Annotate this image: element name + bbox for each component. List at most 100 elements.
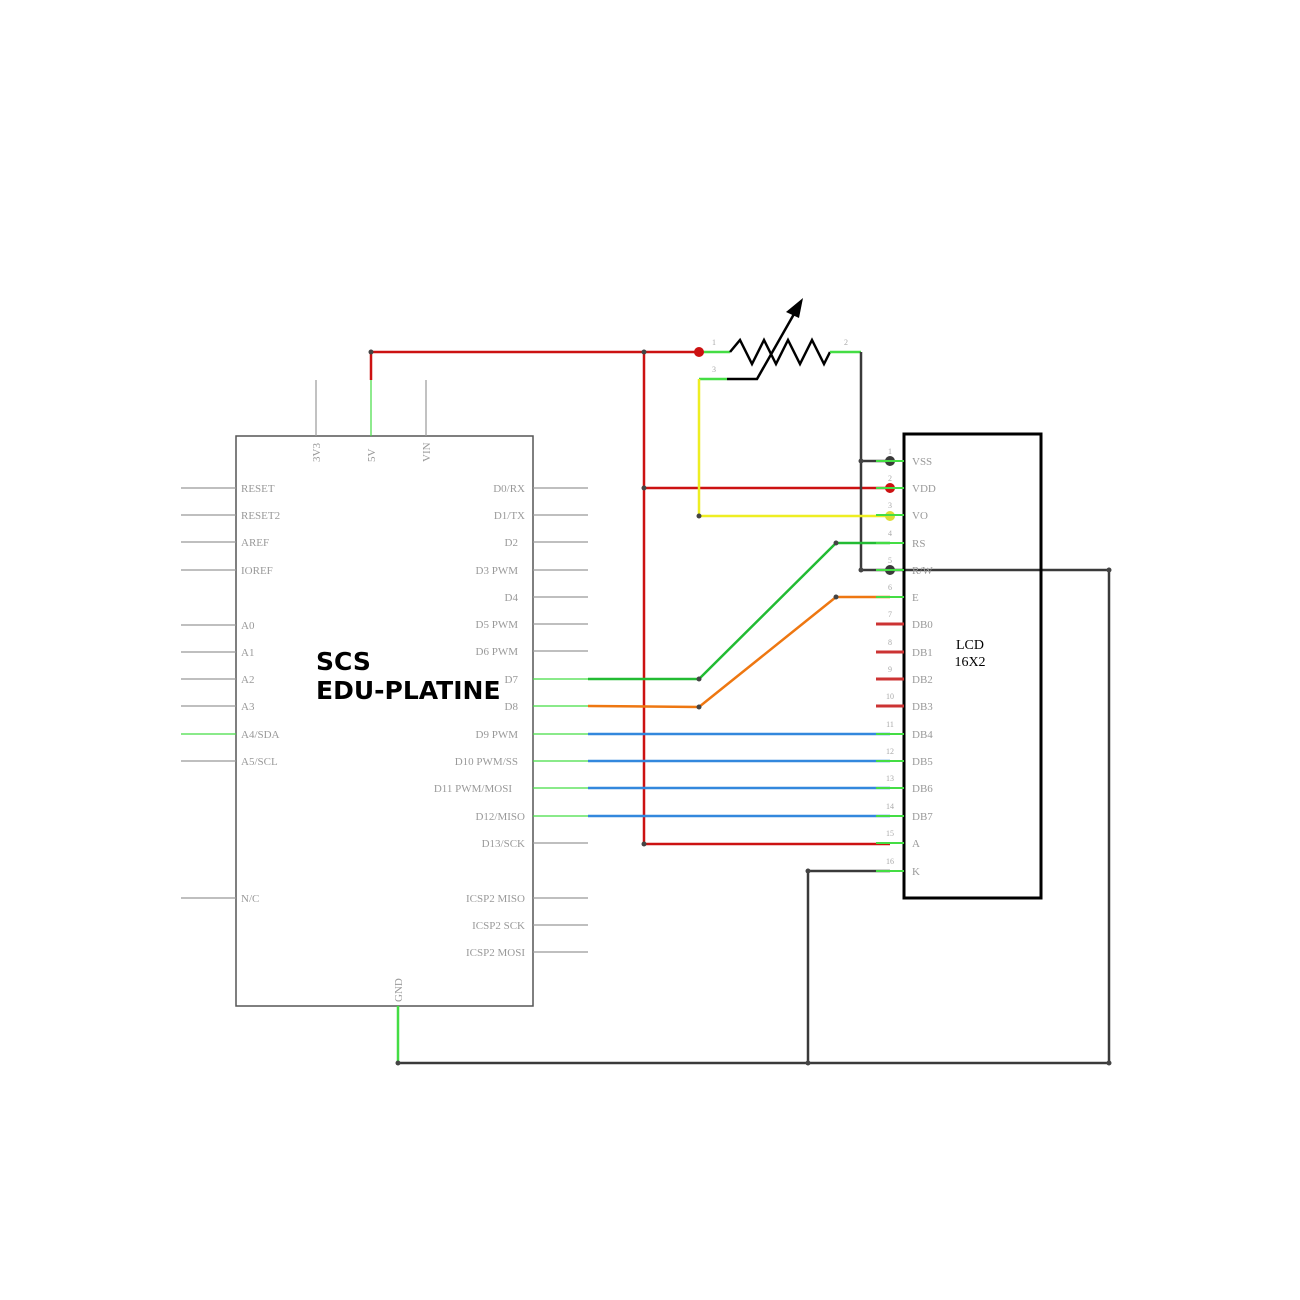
- junction-dot: [833, 540, 839, 546]
- pot-wiper: [727, 306, 800, 381]
- lcd-pin-number: 16: [886, 857, 894, 866]
- lcd-pin-label: DB0: [912, 619, 933, 631]
- wire-backlight-cathode: [806, 869, 890, 1063]
- pot-resistor-zigzag: [729, 337, 832, 367]
- junction-dot: [1106, 567, 1112, 573]
- lcd-pin-number: 15: [886, 829, 894, 838]
- lcd-pin-label: K: [912, 866, 920, 878]
- board-outline: [235, 435, 534, 1007]
- board-pin-label: 3V3: [311, 443, 323, 462]
- board-pin-label: D2: [505, 537, 518, 549]
- junction-dot: [833, 594, 839, 600]
- junction-dot: [641, 349, 647, 355]
- pot-pin-number: 3: [712, 365, 716, 374]
- board-pin-label: 5V: [366, 449, 378, 463]
- lcd-pin-number: 8: [888, 638, 892, 647]
- board-pin-label: A0: [241, 620, 255, 632]
- junction-dot: [696, 513, 702, 519]
- lcd-pin-label: R/W: [912, 565, 933, 577]
- board-pin-label: D8: [505, 701, 519, 713]
- lcd-pin-number: 2: [888, 474, 892, 483]
- lcd-pin-label: RS: [912, 538, 925, 550]
- board-pin-label: D11 PWM/MOSI: [434, 783, 512, 795]
- board-pin-label: D9 PWM: [476, 729, 519, 741]
- wire-enable: [587, 595, 890, 709]
- board-pin-label: ICSP2 MOSI: [466, 947, 525, 959]
- lcd-pin-number: 10: [886, 692, 894, 701]
- lcd-pin-number: 7: [888, 610, 892, 619]
- board-pin-label: RESET2: [241, 510, 280, 522]
- board-pin-label: D10 PWM/SS: [455, 756, 518, 768]
- lcd-pin-number: 12: [886, 747, 894, 756]
- board-pin-label: N/C: [241, 893, 259, 905]
- wire-5v: [369, 350, 699, 380]
- pin-dot: [694, 347, 704, 357]
- board-pin-label: A4/SDA: [241, 729, 280, 741]
- board-pin-label: D4: [505, 592, 519, 604]
- junction-dot: [858, 458, 864, 464]
- board-title: EDU-PLATINE: [316, 676, 501, 705]
- board-pin-label: D0/RX: [493, 483, 525, 495]
- board-pin-label: RESET: [241, 483, 275, 495]
- lcd-pin-label: DB5: [912, 756, 933, 768]
- board-pin-label: AREF: [241, 537, 269, 549]
- lcd-pin-label: DB1: [912, 647, 933, 659]
- lcd-pin-label: E: [912, 592, 919, 604]
- lcd-outline: [902, 432, 1043, 900]
- board-pin-label: D6 PWM: [476, 646, 519, 658]
- junction-dot: [858, 567, 864, 573]
- junction-dot: [395, 1060, 401, 1066]
- pot-pin-number: 2: [844, 338, 848, 347]
- board-pin-label: VIN: [421, 442, 433, 462]
- lcd-pin-number: 11: [886, 720, 894, 729]
- junction-dot: [641, 841, 647, 847]
- lcd-pin-label: DB4: [912, 729, 933, 741]
- board-pin-label: A2: [241, 674, 254, 686]
- junction-dot: [696, 704, 702, 710]
- board-pin-label: A1: [241, 647, 254, 659]
- lcd-pin-number: 6: [888, 583, 892, 592]
- board-pin-label: ICSP2 SCK: [472, 920, 525, 932]
- board-pin-label: ICSP2 MISO: [466, 893, 525, 905]
- lcd-pin-label: DB6: [912, 783, 933, 795]
- lcd-title: 16X2: [954, 655, 985, 670]
- lcd-pin-number: 14: [886, 802, 894, 811]
- lcd-pin-number: 5: [888, 556, 892, 565]
- pot-pin-number: 1: [712, 338, 716, 347]
- lcd-pin-label: VO: [912, 510, 928, 522]
- wire-ground: [398, 568, 1111, 1065]
- lcd-pin-label: DB7: [912, 811, 933, 823]
- board-pin-label: GND: [393, 978, 405, 1002]
- junction-dot: [696, 676, 702, 682]
- wire-rs: [588, 541, 890, 681]
- pot-arrow-icon: [786, 298, 803, 318]
- board-title: SCS: [316, 647, 371, 676]
- board-pin-label: D12/MISO: [475, 811, 525, 823]
- board-pin-label: D5 PWM: [476, 619, 519, 631]
- board-pin-label: D7: [505, 674, 519, 686]
- junction-dot: [641, 485, 647, 491]
- board-pin-label: A3: [241, 701, 255, 713]
- junction-dot: [805, 1060, 811, 1066]
- lcd-pin-number: 9: [888, 665, 892, 674]
- lcd-pin-label: VSS: [912, 456, 932, 468]
- junction-dot: [805, 868, 811, 874]
- junction-dot: [1106, 1060, 1112, 1066]
- board-pin-label: D3 PWM: [476, 565, 519, 577]
- lcd-pin-label: A: [912, 838, 920, 850]
- board-pin-label: IOREF: [241, 565, 273, 577]
- board-pin-label: D1/TX: [494, 510, 525, 522]
- lcd-pin-label: VDD: [912, 483, 936, 495]
- lcd-pin-number: 4: [888, 529, 892, 538]
- junction-dot: [368, 349, 374, 355]
- lcd-pin-label: DB2: [912, 674, 933, 686]
- lcd-pin-number: 1: [888, 447, 892, 456]
- lcd-pin-number: 13: [886, 774, 894, 783]
- board-pin-label: D13/SCK: [482, 838, 525, 850]
- lcd-pin-number: 3: [888, 501, 892, 510]
- board-pin-label: A5/SCL: [241, 756, 278, 768]
- lcd-pin-label: DB3: [912, 701, 933, 713]
- lcd-title: LCD: [956, 638, 984, 653]
